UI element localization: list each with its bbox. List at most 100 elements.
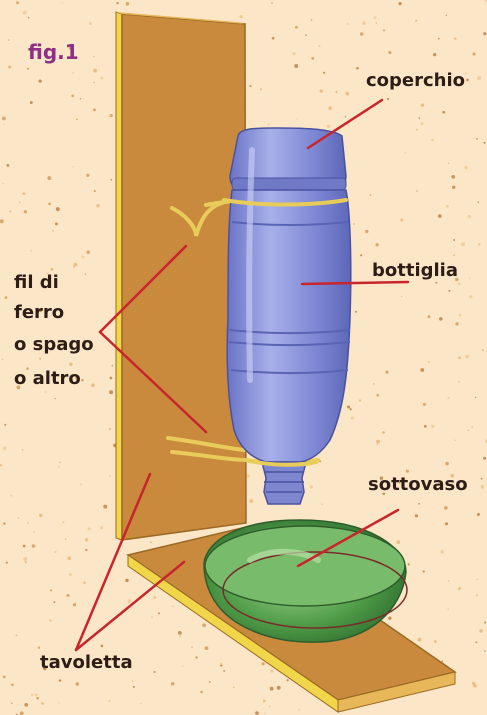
speckle [446,205,449,208]
speckle [71,94,74,97]
speckle [481,485,485,489]
speckle [39,79,42,82]
speckle [263,700,266,703]
speckle [38,647,40,649]
speckle [370,194,372,196]
speckle [28,17,30,19]
speckle [416,190,417,191]
speckle [444,506,448,510]
speckle [286,679,288,681]
speckle [318,45,320,47]
speckle [6,562,8,564]
speckle [3,522,5,524]
speckle [86,174,89,177]
speckle [112,365,113,366]
speckle [93,69,97,73]
speckle [321,503,323,505]
speckle [428,315,431,318]
speckle [36,697,38,699]
speckle [418,117,420,119]
speckle [249,499,253,503]
speckle [55,222,58,225]
speckle [66,594,69,597]
bottle [227,128,351,504]
speckle [9,210,11,212]
vertical-board [116,12,246,540]
speckle [442,111,445,114]
speckle [8,66,11,69]
speckle [56,207,60,211]
speckle [468,215,471,218]
speckle [458,357,461,360]
speckle [2,183,3,184]
speckle [7,164,10,167]
speckle [11,683,14,686]
speckle [360,32,363,35]
speckle [2,359,4,361]
speckle [305,34,307,36]
speckle [451,175,455,179]
speckle [2,117,6,121]
speckle [362,21,366,25]
speckle [62,521,64,523]
speckle [96,204,99,207]
speckle [223,670,225,672]
speckle [58,702,60,704]
speckle [89,22,92,25]
speckle [476,138,478,140]
speckle [4,424,6,426]
speckle [72,166,73,167]
speckle [171,682,175,686]
speckle [349,408,351,410]
speckle [11,702,12,703]
speckle [49,619,51,621]
speckle [484,650,486,652]
speckle [465,73,466,74]
speckle [73,603,76,606]
speckle [54,398,56,400]
speckle [85,538,88,541]
speckle [438,214,442,218]
speckle [202,623,206,627]
speckle [179,635,181,637]
speckle [108,700,111,703]
speckle [416,129,418,131]
speckle [272,37,275,40]
speckle [458,587,461,590]
speckle [110,377,113,380]
speckle [31,694,34,697]
speckle [435,282,437,284]
speckle [264,713,266,715]
speckle [477,513,480,516]
speckle [80,98,81,99]
speckle [433,53,436,56]
speckle [87,251,90,254]
speckle [195,656,197,658]
speckle [408,563,410,565]
speckle [23,192,26,195]
speckle [479,629,483,633]
speckle [376,440,380,444]
wire-label-line-4: o altro [14,364,81,394]
speckle [270,687,274,691]
speckle [52,230,53,231]
speckle [76,119,78,121]
speckle [19,202,20,203]
speckle [469,278,470,279]
speckle [440,550,444,554]
speckle [454,38,456,40]
wire-label-line-1: fil di [14,268,59,298]
speckle [345,116,347,118]
speckle [415,514,418,517]
speckle [15,634,17,636]
speckle [30,250,32,252]
speckle [401,296,402,297]
speckle [200,691,203,694]
speckle [73,266,75,268]
speckle [465,355,469,359]
speckle [277,686,281,690]
speckle [294,64,298,68]
speckle [76,682,80,686]
speckle [3,447,7,451]
